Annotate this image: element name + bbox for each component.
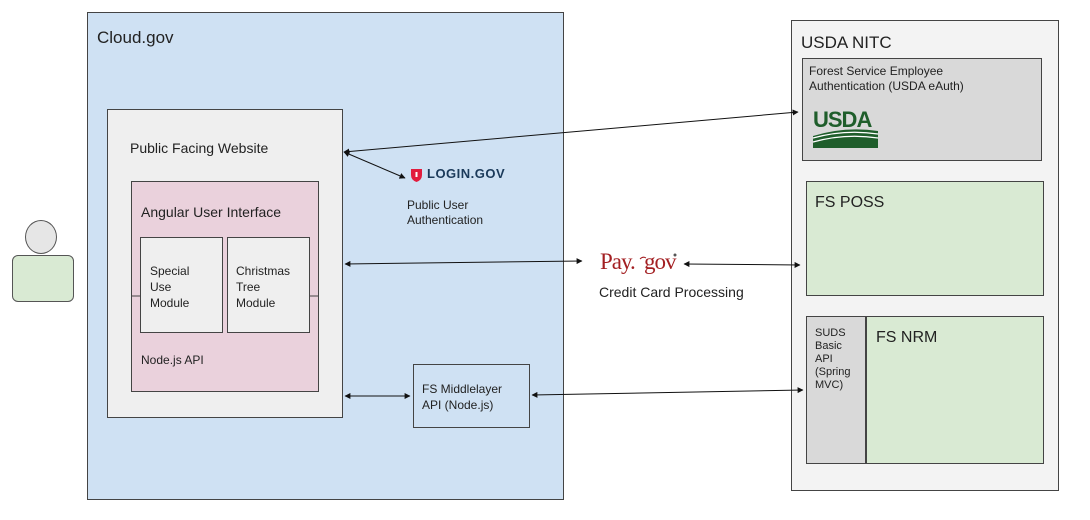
pay-gov-logo-pay: Pay. — [600, 249, 636, 274]
user-body-icon — [12, 255, 74, 302]
fs-poss-title: FS POSS — [815, 194, 885, 211]
fs-middlelayer-box — [413, 364, 530, 428]
arrow-paygov-poss — [683, 261, 801, 268]
usda-eauth-label: Forest Service Employee Authentication (… — [809, 64, 964, 93]
pay-gov-swoosh-icon — [639, 256, 647, 260]
login-gov-logo-text: LOGIN.GOV — [427, 166, 506, 181]
cloud-gov-title: Cloud.gov — [97, 28, 174, 47]
fs-poss-box — [806, 181, 1044, 296]
fs-nrm-title: FS NRM — [876, 329, 938, 346]
arrow-website-paygov — [344, 258, 583, 267]
public-facing-website-title: Public Facing Website — [130, 140, 269, 156]
special-use-module-label: Special Use Module — [150, 264, 190, 310]
pay-gov-mark-icon — [673, 253, 677, 257]
fs-nrm-box — [866, 316, 1044, 464]
suds-api-box — [806, 316, 866, 464]
fs-middlelayer-label: FS Middlelayer API (Node.js) — [422, 382, 503, 412]
arrow-website-eauth — [343, 109, 799, 155]
christmas-tree-module-box — [227, 237, 310, 333]
pay-gov-caption: Credit Card Processing — [599, 284, 744, 300]
user-head-icon — [25, 220, 57, 254]
login-gov-caption: Public User Authentication — [407, 198, 484, 227]
usda-nitc-title: USDA NITC — [801, 33, 892, 52]
special-use-module-box — [140, 237, 223, 333]
arrow-website-logingov — [343, 151, 406, 179]
christmas-tree-module-label: Christmas Tree Module — [236, 264, 291, 310]
angular-ui-title: Angular User Interface — [141, 204, 282, 220]
suds-api-label: SUDS Basic API (Spring MVC) — [815, 327, 851, 391]
pay-gov-logo-gov: gov — [644, 249, 676, 274]
arrow-middlelayer-suds — [531, 387, 804, 398]
svg-text:USDA: USDA — [813, 107, 872, 132]
nodejs-api-label: Node.js API — [141, 353, 204, 367]
usda-logo-icon: USDA — [812, 107, 879, 148]
